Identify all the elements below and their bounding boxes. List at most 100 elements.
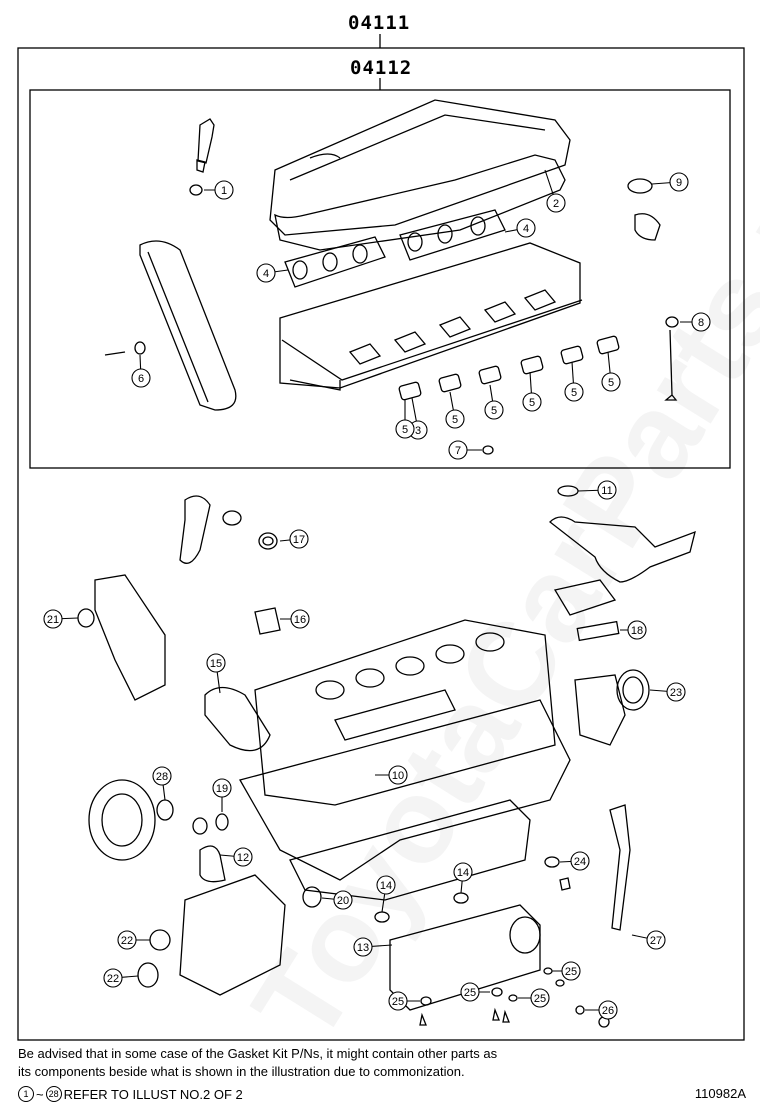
callout-circle (206, 653, 226, 673)
callout-5: 5 (564, 361, 584, 402)
callout-5: 5 (445, 391, 465, 429)
callout-4: 4 (256, 263, 289, 283)
front-cover (179, 874, 286, 996)
engine-block (239, 619, 571, 881)
callout-circle (445, 409, 465, 429)
callout-7: 7 (448, 440, 482, 460)
callout-number: 13 (357, 942, 369, 954)
callout-number: 26 (602, 1005, 614, 1017)
callout-21: 21 (43, 609, 79, 629)
callout-circle (289, 529, 309, 549)
callout-number: 5 (571, 387, 577, 399)
callout-circle (516, 218, 536, 238)
callout-circle (484, 400, 504, 420)
callout-number: 5 (529, 397, 535, 409)
callout-number: 8 (698, 317, 704, 329)
rear-plate (574, 674, 626, 746)
callout-18: 18 (620, 620, 647, 640)
ref-separator: ~ (36, 1086, 44, 1102)
callout-number: 4 (523, 223, 529, 235)
dipstick-tube (609, 804, 631, 931)
callout-number: 11 (601, 485, 612, 497)
ref-start-number: 1 (18, 1086, 34, 1102)
kit-code-head: 04112 (350, 57, 413, 79)
callout-circle (646, 930, 666, 950)
callout-circle (152, 766, 172, 786)
callout-number: 24 (574, 856, 586, 868)
callout-circle (333, 890, 353, 910)
callout-circle (233, 847, 253, 867)
callout-number: 27 (650, 935, 662, 947)
callout-number: 21 (47, 614, 59, 626)
callout-circle (388, 991, 408, 1011)
callout-circle (453, 862, 473, 882)
callout-circle (564, 382, 584, 402)
callout-9: 9 (651, 172, 689, 192)
callout-20: 20 (321, 890, 353, 910)
callout-circle (353, 937, 373, 957)
callout-circle (627, 620, 647, 640)
callout-circle (530, 988, 550, 1008)
callout-13: 13 (353, 937, 393, 957)
head-cover (269, 99, 571, 236)
note-line-2: its components beside what is shown in t… (18, 1064, 465, 1079)
callout-number: 17 (293, 534, 305, 546)
callout-number: 2 (553, 198, 559, 210)
callout-6: 6 (131, 354, 151, 388)
callout-circle (43, 609, 63, 629)
callout-circle (448, 440, 468, 460)
callout-number: 25 (565, 966, 577, 978)
callout-14: 14 (453, 862, 473, 894)
callout-circle (103, 968, 123, 988)
oil-pan (289, 799, 531, 901)
callout-24: 24 (559, 851, 590, 871)
callout-22: 22 (117, 930, 150, 950)
callout-11: 11 (577, 480, 617, 500)
callout-12: 12 (219, 847, 253, 867)
callout-number: 23 (670, 687, 682, 699)
callout-circle (117, 930, 137, 950)
water-hose (179, 495, 211, 564)
callout-25: 25 (388, 991, 420, 1011)
callout-number: 15 (210, 658, 222, 670)
callout-5: 5 (601, 351, 621, 392)
callout-circle (691, 312, 711, 332)
callout-2: 2 (544, 169, 566, 213)
callout-number: 19 (216, 783, 228, 795)
callout-number: 5 (452, 414, 458, 426)
callout-circle (546, 193, 566, 213)
callout-circle (598, 1000, 618, 1020)
callout-14: 14 (376, 875, 396, 913)
kit-code-overall: 04111 (348, 12, 411, 34)
cylinder-head (279, 242, 583, 391)
callout-number: 14 (380, 880, 392, 892)
callout-circle (214, 180, 234, 200)
callout-circle (597, 480, 617, 500)
callout-circle (666, 682, 686, 702)
callout-number: 22 (121, 935, 133, 947)
callout-number: 14 (457, 867, 469, 879)
timing-belt (139, 240, 237, 411)
callout-number: 20 (337, 895, 349, 907)
callout-circle (131, 368, 151, 388)
callout-10: 10 (375, 765, 408, 785)
callout-23: 23 (649, 682, 686, 702)
callout-circle (522, 392, 542, 412)
callout-circle (669, 172, 689, 192)
timing-cover (94, 574, 166, 701)
callout-25: 25 (552, 961, 581, 981)
note-line-1: Be advised that in some case of the Gask… (18, 1046, 498, 1061)
callout-27: 27 (631, 930, 666, 950)
callout-number: 10 (392, 770, 404, 782)
callout-number: 25 (534, 993, 546, 1005)
head-cover-gasket (274, 154, 566, 251)
callout-number: 16 (294, 614, 306, 626)
outer-frame (17, 47, 745, 1041)
callout-circle (601, 372, 621, 392)
callout-circle (290, 609, 310, 629)
callout-circle (256, 263, 276, 283)
callout-16: 16 (280, 609, 310, 629)
callout-circle (376, 875, 396, 895)
callout-circle (212, 778, 232, 798)
callout-number: 5 (608, 377, 614, 389)
